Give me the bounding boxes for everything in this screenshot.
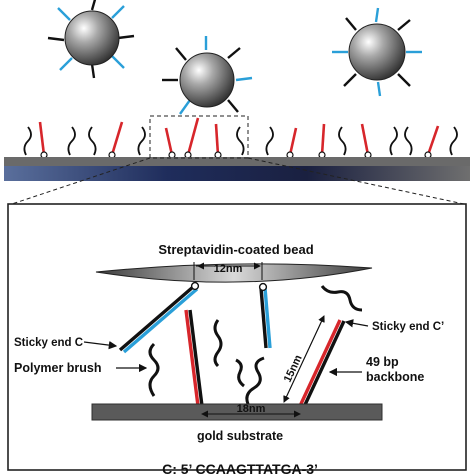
- overview-panel: [4, 0, 470, 205]
- overview-substrate-shading: [4, 166, 470, 181]
- backbone-label-line2: backbone: [366, 370, 424, 384]
- bead-label: Streptavidin-coated bead: [158, 242, 313, 257]
- detail-strands: [118, 285, 363, 408]
- overview-anchors: [40, 151, 432, 159]
- sticky-end-c-arrow: [83, 340, 118, 350]
- sequence-label: C: 5’ CCAAGTTATGA-3’: [162, 461, 318, 474]
- gold-substrate-label: gold substrate: [197, 429, 283, 443]
- detail-frame: [7, 203, 467, 471]
- dimension-15nm: [283, 315, 325, 403]
- bead-top-right: [332, 7, 422, 97]
- bead-top-middle: [162, 36, 253, 115]
- dimension-12nm-label: 12nm: [214, 263, 243, 275]
- detail-panel: Streptavidin-coated bead 12nm: [7, 203, 467, 474]
- bead-surface: [95, 263, 373, 283]
- dimension-18nm-label: 18nm: [237, 403, 266, 415]
- zoom-line-right: [247, 157, 465, 205]
- overview-strands: [23, 117, 458, 156]
- zoom-box: [149, 115, 249, 159]
- bead-top-left: [47, 0, 135, 79]
- sticky-end-c-prime-arrow: [344, 319, 369, 328]
- zoom-line-left: [11, 157, 151, 205]
- dimension-12nm: [193, 262, 263, 280]
- sticky-end-c-label: Sticky end C: [14, 337, 83, 349]
- gold-substrate: [91, 403, 383, 421]
- backbone-label-line1: 49 bp: [366, 355, 399, 369]
- polymer-brush-label: Polymer brush: [14, 361, 102, 375]
- sticky-end-c-prime-label: Sticky end C’: [372, 321, 444, 333]
